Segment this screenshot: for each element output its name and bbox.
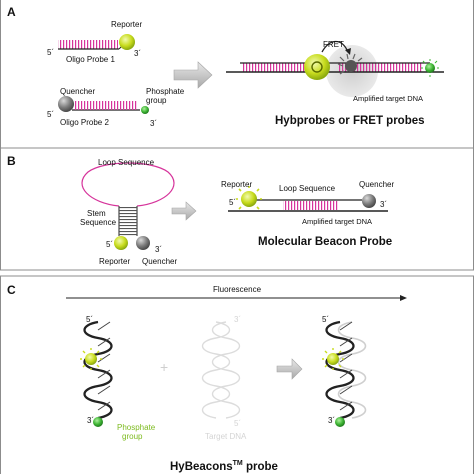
probe-2-strand <box>74 101 138 110</box>
stem-label-1: Stem <box>87 209 106 218</box>
fret-label: FRET <box>323 40 344 49</box>
quencher-sphere <box>58 96 74 112</box>
probe-2-five-prime: 5´ <box>47 110 54 119</box>
coil-1-path <box>83 320 113 420</box>
coil-2-reporter <box>327 353 339 365</box>
panel-b-title: Molecular Beacon Probe <box>258 236 392 248</box>
coil-1-five-prime: 5´ <box>86 315 93 324</box>
beacon-reporter-label: Reporter <box>99 257 130 266</box>
panel-b: B Loop Sequence Stem Sequence 5´ 3´ Repo… <box>0 147 474 271</box>
panel-a-title: Hybprobes or FRET probes <box>275 115 425 127</box>
amplified-target-label-a: Amplified target DNA <box>353 94 423 103</box>
reaction-arrow-c <box>276 358 303 380</box>
panel-c-frame <box>0 275 474 474</box>
beacon-loop-hybrid <box>283 201 339 210</box>
beacon-right-three-prime: 3´ <box>380 200 387 209</box>
beacon-right-reporter-label: Reporter <box>221 180 252 189</box>
beacon-right-five-prime: 5´ <box>229 198 236 207</box>
panel-a-frame <box>0 0 474 149</box>
loop-sequence-label: Loop Sequence <box>98 158 155 167</box>
target-helix-strand-2 <box>211 321 241 419</box>
coil-1-reporter <box>85 353 97 365</box>
beacon-reporter-burst <box>236 186 262 210</box>
fret-probe-right <box>338 63 423 72</box>
coil-1-phosphate-label: Phosphate <box>117 423 156 432</box>
beacon-three-prime: 3´ <box>155 245 162 254</box>
panel-b-frame <box>0 147 474 271</box>
fret-probe-left <box>242 63 308 72</box>
target-dna-helix <box>201 321 241 419</box>
coil-2-back <box>339 321 353 411</box>
hybeacon-coil-1 <box>80 320 113 427</box>
molecular-beacon-hairpin <box>81 162 175 250</box>
fret-acceptor-burst <box>337 53 363 75</box>
beacon-quencher-sphere <box>136 236 150 250</box>
beacon-quencher-label: Quencher <box>142 257 177 266</box>
beacon-right-quencher-label: Quencher <box>359 180 394 189</box>
coil-1-phosphate <box>93 417 103 427</box>
panel-c-title-tm: TM <box>233 460 243 467</box>
oligo-probe-2 <box>58 96 149 114</box>
reaction-arrow-b <box>171 201 197 221</box>
coil-2-phosphate <box>335 417 345 427</box>
beacon-separated-quencher <box>362 194 376 208</box>
target-helix-strand-1 <box>201 321 231 419</box>
panel-c-title-main: HyBeacons <box>170 461 233 473</box>
hybridized-beacon <box>228 186 388 212</box>
fret-reporter-sphere <box>304 54 330 80</box>
stem-rungs <box>119 207 137 236</box>
panel-a-letter: A <box>7 5 16 19</box>
target-three-prime: 3´ <box>234 315 241 324</box>
target-dna-label: Target DNA <box>205 432 247 441</box>
plus-sign: + <box>160 359 168 375</box>
probe-1-three-prime: 3´ <box>134 49 141 58</box>
stem-label-2: Sequence <box>80 218 117 227</box>
probe-2-label: Oligo Probe 2 <box>60 118 109 127</box>
probe-2-three-prime: 3´ <box>150 119 157 128</box>
coil-2-reporter-burst <box>322 348 344 370</box>
probe-1-five-prime: 5´ <box>47 48 54 57</box>
coil-2-path <box>325 320 355 420</box>
fluorescence-label: Fluorescence <box>213 285 262 294</box>
reaction-arrow-a <box>173 61 213 89</box>
coil-1-group-label: group <box>122 432 143 441</box>
fret-phosphate-burst <box>425 63 435 73</box>
fret-reporter-ring <box>311 61 323 73</box>
phosphate-label: Phosphate <box>146 87 185 96</box>
probe-1-label: Oligo Probe 1 <box>66 55 115 64</box>
beacon-right-loop-label: Loop Sequence <box>279 184 336 193</box>
panel-c: C Fluorescence 5´ 3´ Phosphate group + 3… <box>0 275 474 474</box>
reporter-sphere <box>119 34 135 50</box>
loop-arc <box>81 162 175 207</box>
reporter-label: Reporter <box>111 20 142 29</box>
beacon-active-reporter <box>241 191 257 207</box>
phosphate-sphere <box>141 106 149 114</box>
coil-1-back <box>97 321 111 411</box>
coil-2-three-prime: 3´ <box>328 416 335 425</box>
panel-b-letter: B <box>7 154 16 168</box>
panel-a: A Reporter 5´ 3´ Oligo Probe 1 Quencher … <box>0 0 474 149</box>
panel-c-letter: C <box>7 283 16 297</box>
beacon-reporter-sphere <box>114 236 128 250</box>
quencher-label: Quencher <box>60 87 95 96</box>
fret-complex <box>226 40 444 97</box>
probe-1-strand <box>58 40 118 49</box>
beacon-five-prime: 5´ <box>106 240 113 249</box>
hybeacon-hybridized <box>322 320 367 427</box>
oligo-probe-1 <box>58 34 135 50</box>
fret-arrow-head <box>345 48 351 55</box>
target-five-prime: 5´ <box>234 419 241 428</box>
phosphate-group-label: group <box>146 96 167 105</box>
coil-1-reporter-burst <box>80 348 102 370</box>
coil-2-five-prime: 5´ <box>322 315 329 324</box>
amplified-target-label-b: Amplified target DNA <box>302 217 372 226</box>
coil-1-three-prime: 3´ <box>87 416 94 425</box>
panel-c-title: HyBeaconsTM probe <box>170 460 278 473</box>
fluorescence-arrow-head <box>400 295 407 301</box>
fret-arrow <box>321 40 349 53</box>
panel-c-title-end: probe <box>243 461 278 473</box>
